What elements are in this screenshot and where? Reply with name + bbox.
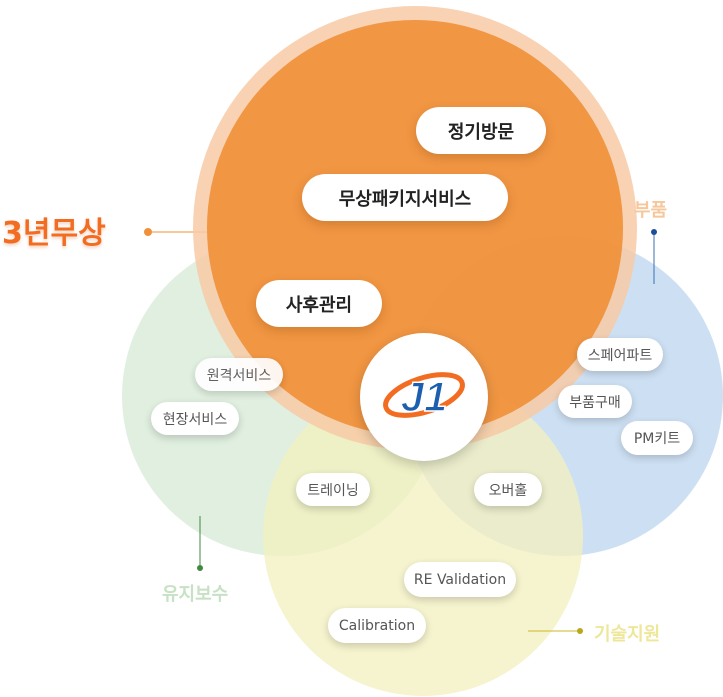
logo-disc: J1	[360, 333, 488, 461]
calibration-pill: Calibration	[328, 608, 426, 643]
free-3yr-label: 3년무상	[2, 216, 106, 251]
overhaul-pill: 오버홀	[474, 473, 542, 506]
maintenance-label: 유지보수	[162, 584, 229, 605]
parts-label: 부품	[634, 200, 668, 221]
re-validation-pill: RE Validation	[404, 562, 516, 597]
parts-label-dot	[651, 229, 657, 235]
spare-parts-pill: 스페어파트	[577, 338, 663, 371]
tech-support-label: 기술지원	[594, 624, 661, 645]
free-label-dot	[144, 228, 152, 236]
after-service-pill: 사후관리	[256, 280, 382, 327]
parts-purchase-pill: 부품구매	[558, 385, 632, 418]
logo-text: J1	[401, 373, 448, 420]
maintenance-label-dot	[197, 565, 203, 571]
regular-visit-pill: 정기방문	[416, 107, 546, 154]
pm-kit-pill: PM키트	[621, 421, 693, 455]
package-service-pill: 무상패키지서비스	[302, 174, 508, 221]
tech-label-dot	[577, 628, 583, 634]
remote-service-pill: 원격서비스	[195, 358, 283, 391]
training-pill: 트레이닝	[296, 473, 370, 506]
j1-logo-icon: J1	[383, 372, 465, 421]
onsite-service-pill: 현장서비스	[151, 402, 239, 435]
